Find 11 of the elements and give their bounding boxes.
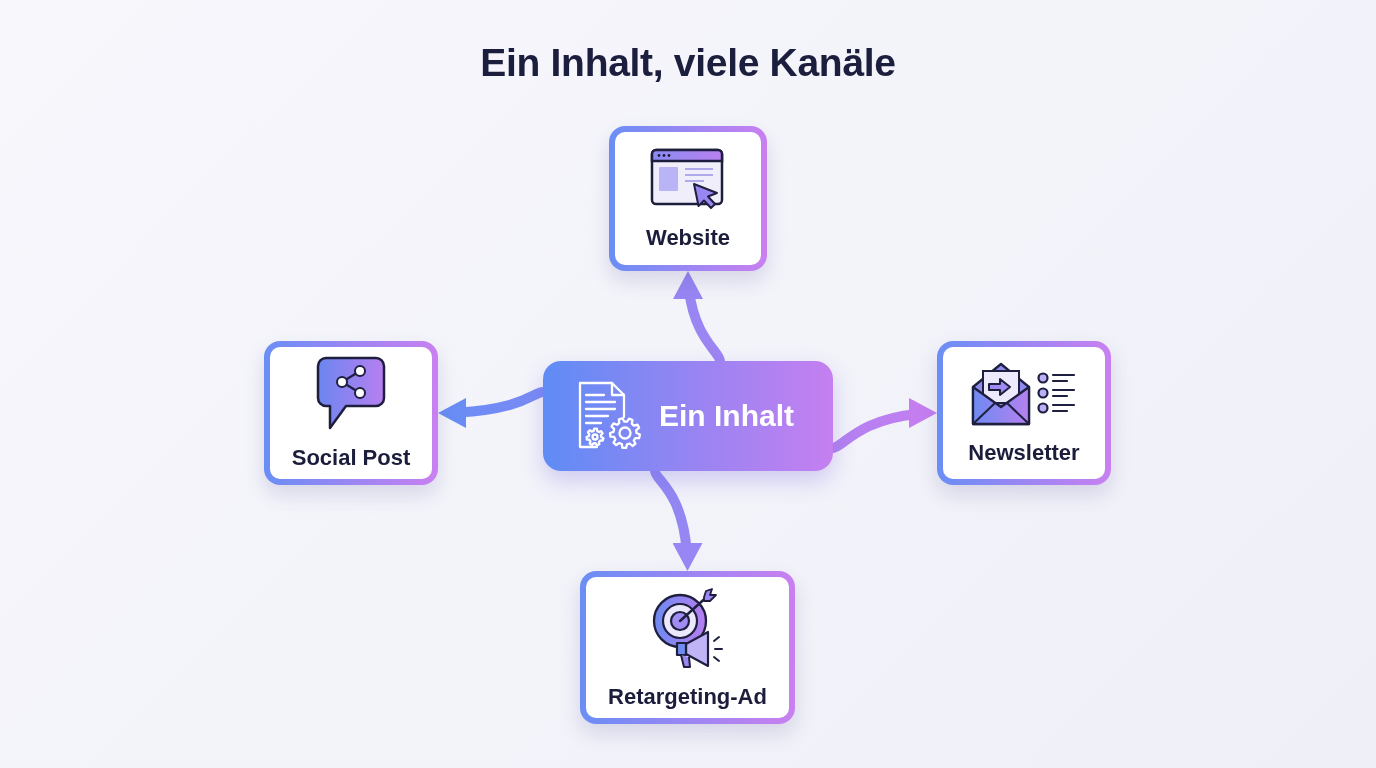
diagram-title: Ein Inhalt, viele Kanäle [480,40,896,86]
node-label: Newsletter [968,440,1080,467]
curved-arrow [674,270,725,363]
source-box [543,361,833,471]
node-label: Retargeting-Ad [608,683,767,711]
node-label: Website [646,224,730,252]
node-label: Ein Inhalt [659,398,794,434]
curved-arrow [831,399,938,453]
curved-arrow [437,387,544,428]
node-label: Social Post [291,445,411,472]
curved-arrow [650,469,702,572]
